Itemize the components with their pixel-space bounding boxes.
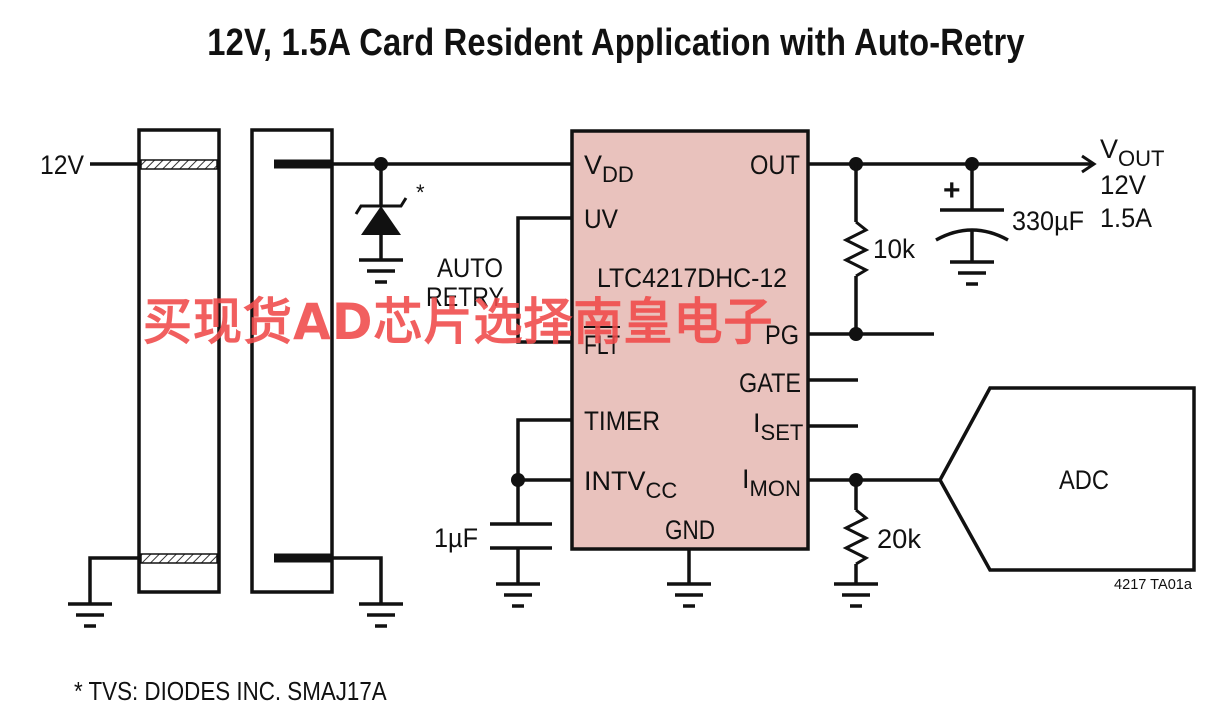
ground-symbol bbox=[359, 602, 403, 628]
ground-symbol bbox=[496, 582, 540, 608]
pin-imon: IMON bbox=[742, 464, 801, 501]
r-20k-label: 20k bbox=[877, 524, 921, 554]
footnote: * TVS: DIODES INC. SMAJ17A bbox=[74, 676, 387, 706]
pin-gate: GATE bbox=[739, 368, 801, 398]
pin-intvcc: INTVCC bbox=[584, 466, 677, 503]
card-ground-wire bbox=[332, 556, 383, 604]
cap-1uf-label: 1µF bbox=[434, 523, 478, 553]
auto-label: AUTO bbox=[437, 253, 503, 283]
backplane-ground-wire bbox=[88, 556, 141, 604]
resistor-20k bbox=[842, 508, 870, 566]
tvs-diode bbox=[354, 197, 408, 235]
capacitor-330uf bbox=[935, 208, 1009, 242]
pin-uv: UV bbox=[584, 204, 618, 234]
pin-iset: ISET bbox=[753, 408, 803, 445]
ground-symbol bbox=[834, 582, 878, 608]
junction-dot bbox=[511, 473, 525, 487]
backplane-connector bbox=[137, 128, 221, 594]
diagram-title: 12V, 1.5A Card Resident Application with… bbox=[207, 22, 1025, 64]
vout-arrow bbox=[1081, 154, 1097, 174]
pin-vdd: VDD bbox=[584, 150, 634, 187]
tvs-asterisk: * bbox=[416, 180, 425, 205]
pin-out: OUT bbox=[750, 150, 800, 180]
resistor-10k bbox=[842, 220, 870, 278]
watermark-text: 买现货AD芯片选择南皇电子 bbox=[143, 293, 774, 351]
junction-dot bbox=[849, 327, 863, 341]
vout-current: 1.5A bbox=[1100, 203, 1152, 233]
connector-pad-top bbox=[140, 159, 218, 170]
retry-label: RETRY bbox=[426, 282, 504, 312]
ic-part-number: LTC4217DHC-12 bbox=[597, 263, 787, 293]
cap-330uf-label: 330µF bbox=[1012, 206, 1084, 236]
ground-symbol bbox=[359, 258, 403, 284]
ground-symbol bbox=[68, 602, 112, 628]
vout-voltage: 12V bbox=[1100, 170, 1146, 200]
ground-symbol bbox=[950, 260, 994, 286]
adc-label: ADC bbox=[1059, 465, 1109, 495]
adc-block bbox=[938, 386, 1196, 572]
connector-pad-bottom bbox=[140, 553, 218, 564]
auto-retry-loop bbox=[516, 216, 572, 344]
timer-wire bbox=[516, 418, 572, 524]
card-connector bbox=[250, 128, 334, 594]
vout-label: VOUT bbox=[1100, 134, 1164, 171]
cap-330uf-plus: + bbox=[943, 174, 961, 207]
pin-pg: PG bbox=[765, 320, 799, 350]
vin-label: 12V bbox=[40, 150, 84, 180]
pin-flt: FLT bbox=[584, 330, 620, 360]
figure-code: 4217 TA01a bbox=[1114, 576, 1193, 593]
r-10k-label: 10k bbox=[873, 234, 915, 264]
ic-body bbox=[570, 129, 810, 551]
capacitor-1uf bbox=[490, 522, 552, 550]
pin-timer: TIMER bbox=[584, 406, 660, 436]
pin-gnd: GND bbox=[665, 515, 715, 545]
ground-symbol bbox=[667, 582, 711, 608]
